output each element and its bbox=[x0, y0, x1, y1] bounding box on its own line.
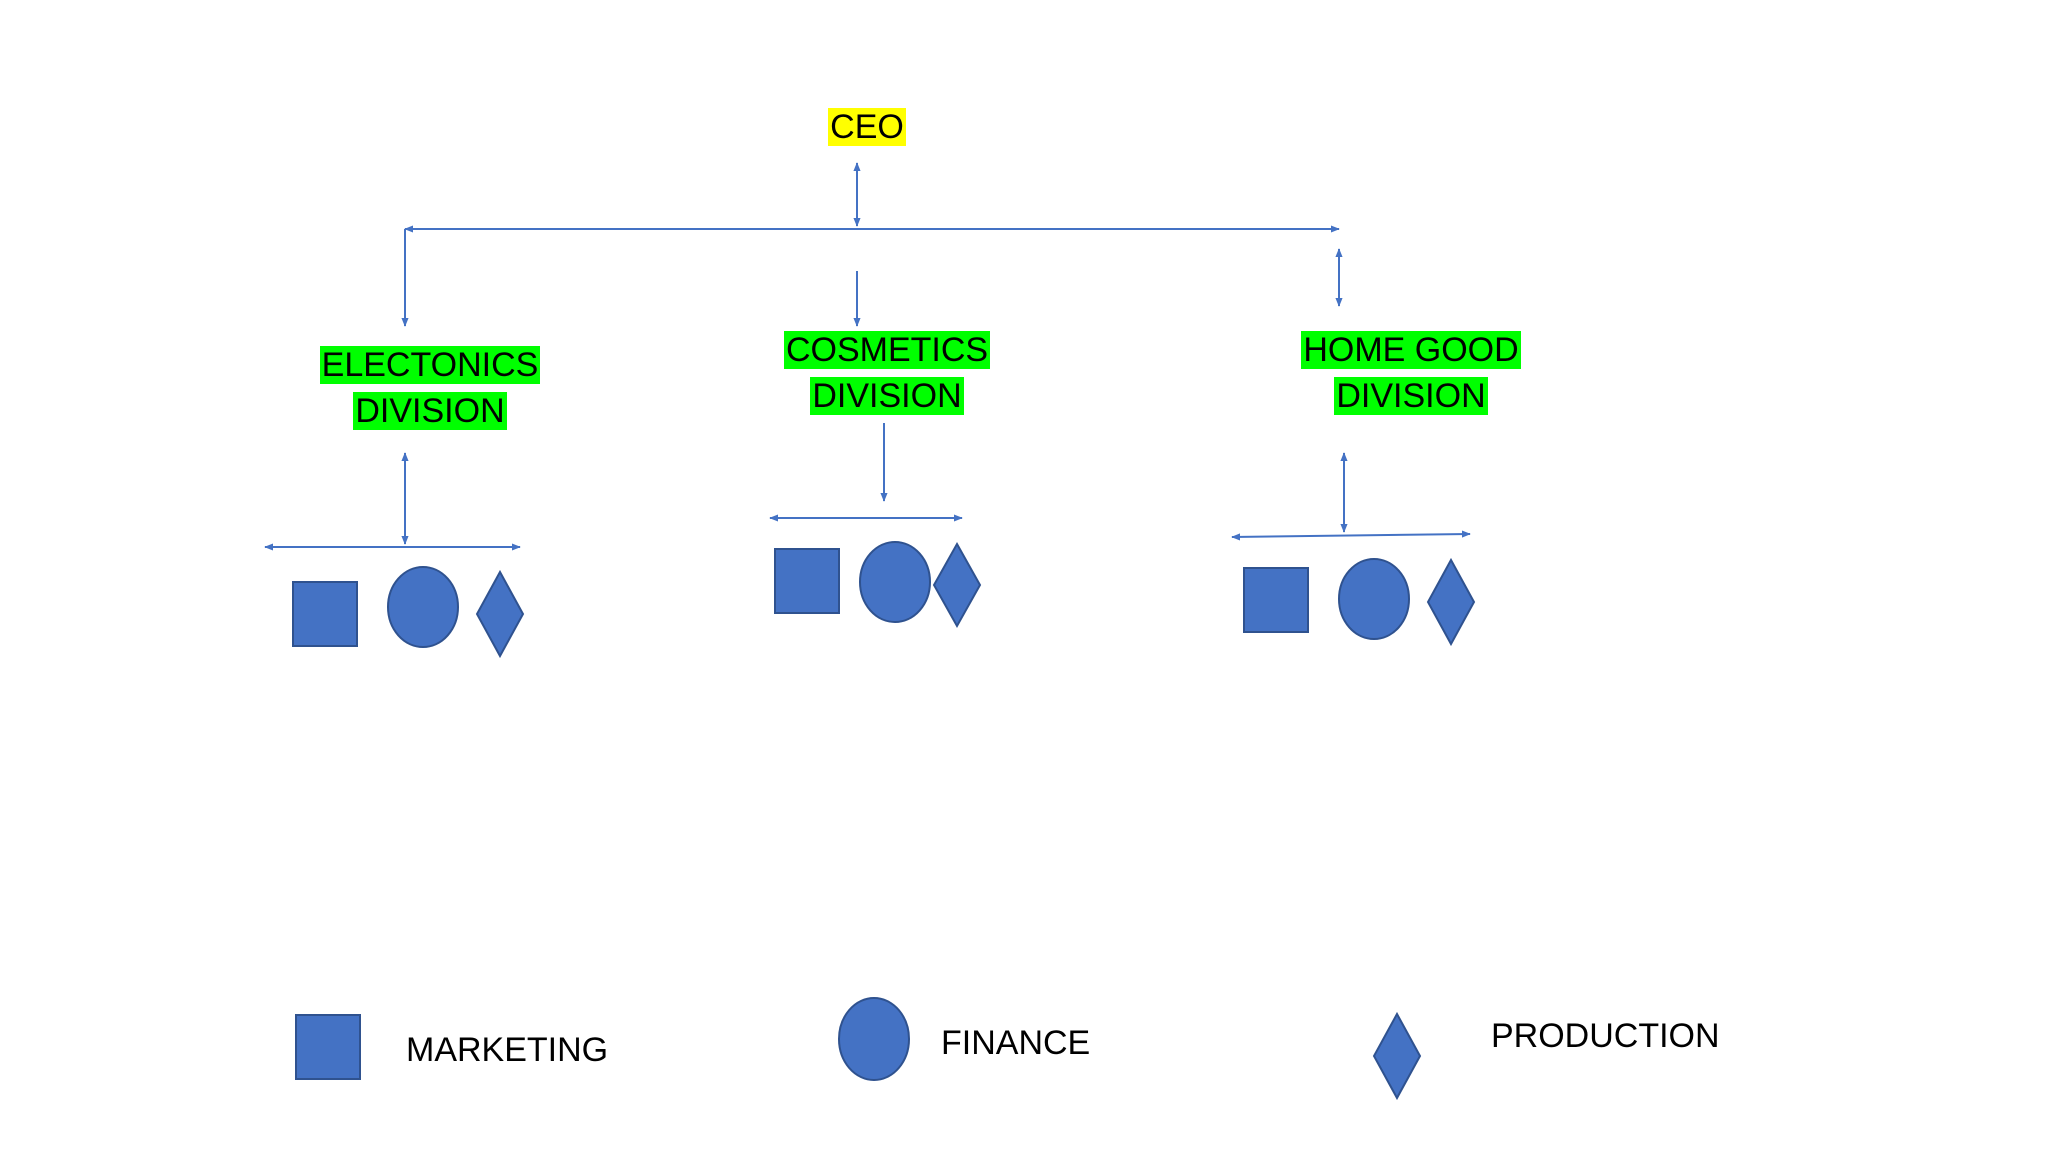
electronics-division-label-line2: DIVISION bbox=[353, 392, 507, 430]
cosmetics-division-label-line1: COSMETICS bbox=[783, 331, 991, 369]
electronics-division-node: ELECTONICS DIVISION bbox=[310, 342, 550, 434]
electronics-production-diamond bbox=[475, 569, 525, 659]
cosmetics-division-label-line2: DIVISION bbox=[810, 377, 964, 415]
ceo-label: CEO bbox=[828, 108, 906, 146]
home-good-division-label-line1: HOME GOOD bbox=[1301, 331, 1521, 369]
home-good-marketing-square bbox=[1243, 567, 1309, 633]
home-good-division-label-line2: DIVISION bbox=[1334, 377, 1488, 415]
legend-finance-label: FINANCE bbox=[941, 1024, 1091, 1062]
legend-marketing-label: MARKETING bbox=[406, 1031, 609, 1069]
legend-finance-circle bbox=[838, 997, 910, 1081]
home-good-production-diamond bbox=[1426, 557, 1476, 647]
electronics-marketing-square bbox=[292, 581, 358, 647]
cosmetics-production-diamond bbox=[932, 541, 982, 629]
legend-marketing-square bbox=[295, 1014, 361, 1080]
electronics-finance-circle bbox=[387, 566, 459, 648]
home-good-spread-arrow bbox=[1231, 530, 1471, 541]
legend-production-label: PRODUCTION bbox=[1491, 1017, 1720, 1055]
home-good-division-node: HOME GOOD DIVISION bbox=[1291, 327, 1531, 419]
cosmetics-finance-circle bbox=[859, 541, 931, 623]
electronics-division-label-line1: ELECTONICS bbox=[319, 346, 541, 384]
cosmetics-division-node: COSMETICS DIVISION bbox=[767, 327, 1007, 419]
cosmetics-marketing-square bbox=[774, 548, 840, 614]
ceo-node: CEO bbox=[807, 104, 927, 150]
legend-production-diamond bbox=[1372, 1011, 1422, 1101]
home-good-finance-circle bbox=[1338, 558, 1410, 640]
